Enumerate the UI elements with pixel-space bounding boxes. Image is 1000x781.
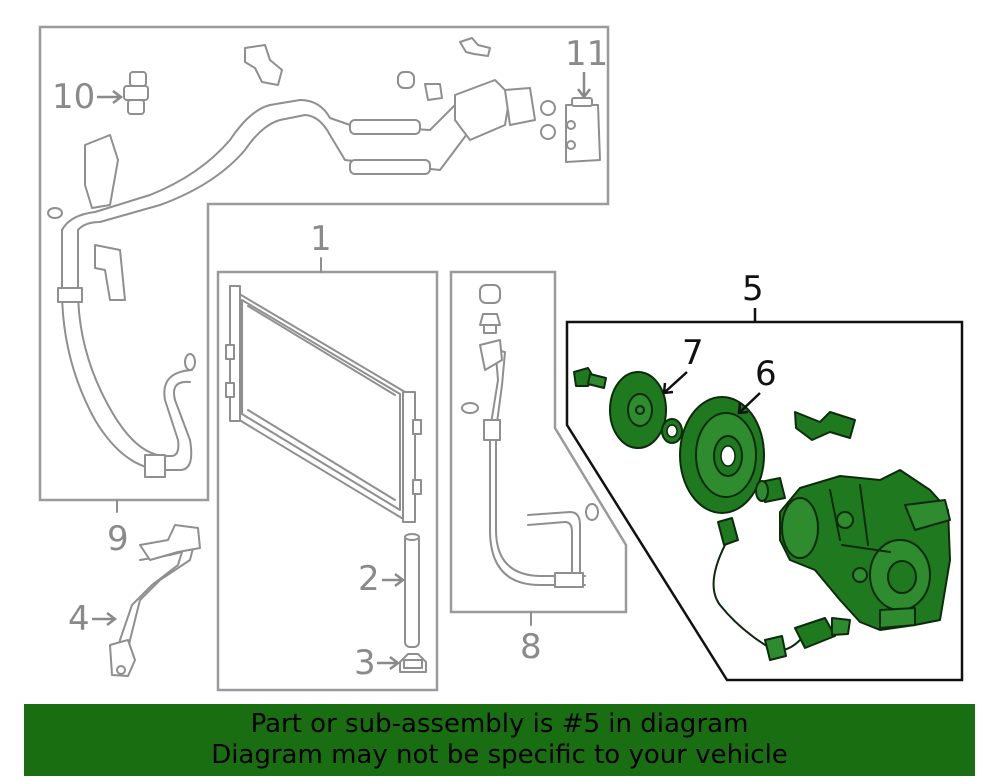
hose-end-fitting — [84, 134, 119, 209]
callout-6-arrow — [737, 392, 761, 415]
callout-7-arrow — [662, 371, 688, 395]
callout-10: 10 — [52, 77, 95, 117]
parts-diagram: 10 11 9 4 1 2 — [38, 25, 964, 692]
plug-3 — [399, 653, 427, 673]
callout-6: 6 — [755, 354, 777, 394]
callout-2-arrow — [382, 573, 406, 587]
callout-10-arrow — [97, 90, 124, 104]
banner-line-1: Part or sub-assembly is #5 in diagram — [250, 709, 749, 739]
suction-hose-assembly — [47, 37, 556, 478]
bolt — [459, 37, 491, 57]
liquid-line-8 — [461, 284, 599, 588]
callout-9: 9 — [107, 519, 129, 559]
group-box-8 — [449, 270, 628, 614]
group-box-5 — [565, 320, 964, 682]
callout-3-arrow — [377, 656, 401, 670]
o-ring — [184, 353, 196, 371]
callout-2: 2 — [358, 559, 380, 599]
pressure-sensor-10 — [123, 71, 149, 115]
group-box-1 — [216, 270, 439, 692]
callout-4: 4 — [68, 599, 90, 639]
callout-4-arrow — [92, 612, 118, 626]
notice-banner: Part or sub-assembly is #5 in diagram Di… — [24, 704, 975, 776]
expansion-valve-11 — [565, 97, 601, 163]
hose-sleeve-upper — [349, 119, 421, 135]
cap — [397, 71, 415, 89]
discharge-hose-4 — [109, 524, 201, 677]
field-coil — [755, 477, 786, 503]
clip-bracket — [244, 44, 283, 86]
callout-7: 7 — [682, 333, 704, 373]
bracket — [794, 411, 856, 441]
callout-1: 1 — [310, 219, 332, 259]
o-ring — [47, 207, 63, 219]
clutch-hub-7 — [609, 371, 667, 449]
valve-core — [424, 83, 443, 101]
block-fitting — [454, 79, 511, 141]
pulley-6 — [679, 396, 765, 514]
hose-sleeve-lower — [349, 159, 431, 175]
hose-clamp — [144, 454, 166, 478]
condenser-core — [225, 285, 422, 523]
callout-8: 8 — [520, 627, 542, 667]
callout-3: 3 — [354, 643, 376, 683]
receiver-dryer-2 — [404, 533, 420, 648]
hose-sleeve — [57, 287, 83, 303]
callout-11-arrow — [577, 72, 591, 100]
banner-line-2: Diagram may not be specific to your vehi… — [211, 740, 788, 770]
compressor-wiring-sensor — [712, 517, 851, 661]
group-box-9 — [38, 25, 610, 502]
callout-5: 5 — [742, 269, 764, 309]
clutch-bolt — [573, 367, 607, 389]
compressor-body — [779, 469, 951, 631]
mount-bracket — [94, 244, 126, 301]
callout-11: 11 — [565, 34, 608, 74]
